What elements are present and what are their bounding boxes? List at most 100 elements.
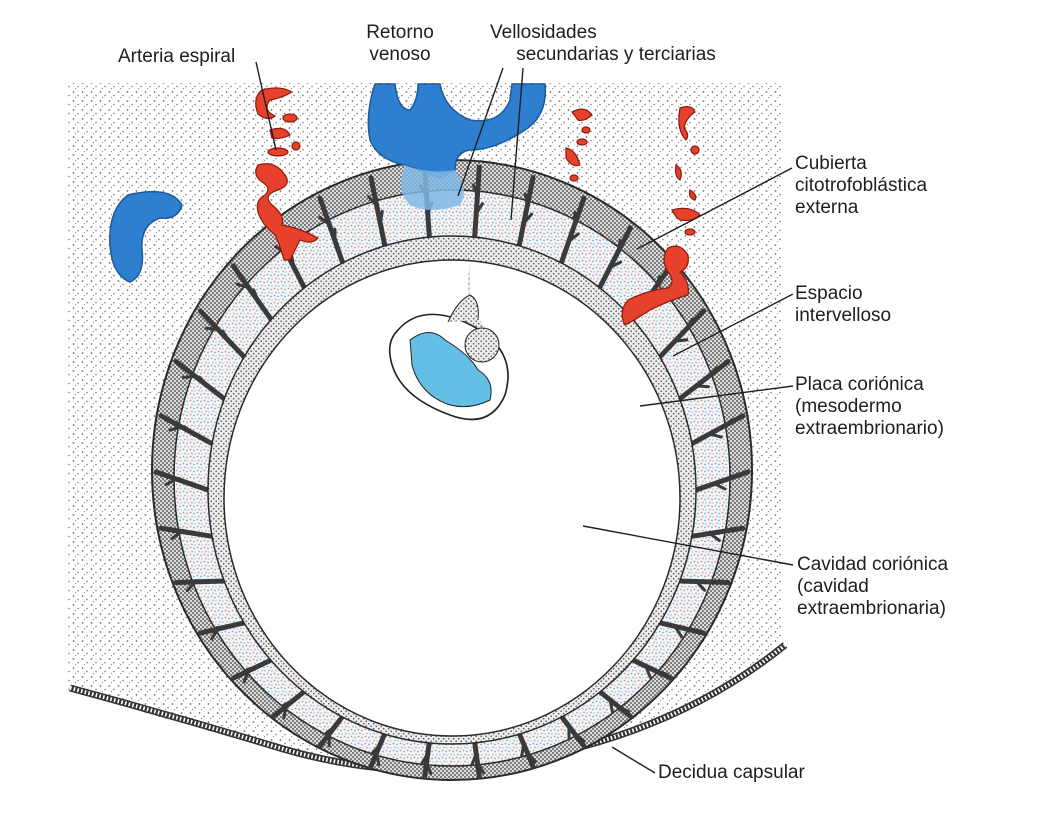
villus-stem <box>693 469 751 493</box>
chorionic-cavity <box>223 259 681 737</box>
villus-branch <box>324 724 337 736</box>
villus-stem <box>629 657 674 681</box>
villus-stem <box>558 713 587 749</box>
villus-branch <box>245 664 260 672</box>
villus-branch <box>673 338 689 343</box>
leader-arteria-espiral <box>255 61 277 151</box>
leader-vellosidades-1 <box>457 67 504 197</box>
villus-branch <box>235 282 251 290</box>
villus-branch <box>168 425 183 432</box>
villus-branch <box>708 432 723 439</box>
villus-stem <box>516 175 536 251</box>
villus-branch <box>644 664 652 679</box>
villus-branch <box>712 482 727 491</box>
villus-branch <box>522 212 534 225</box>
villus-branch <box>653 274 662 290</box>
villus-branch <box>367 195 379 208</box>
villus-branch <box>616 704 631 714</box>
villus-branch <box>721 418 734 429</box>
villus-branch <box>525 751 537 764</box>
villus-branch <box>181 374 197 379</box>
spiral-arteries <box>255 87 701 326</box>
villus-stem <box>197 308 248 360</box>
villus-stem <box>472 738 482 780</box>
villus-branch <box>567 232 580 243</box>
villus-stem <box>596 225 633 292</box>
label-retorno-venoso: Retorno venoso <box>366 22 434 65</box>
villus-stem <box>656 308 707 360</box>
villi-group <box>153 164 751 780</box>
villus-branch <box>474 202 484 216</box>
villus-stem <box>422 738 432 780</box>
villus-stem <box>689 413 746 447</box>
villus-branch <box>281 698 296 707</box>
villus-branch <box>290 254 296 270</box>
label-vellosidades: Vellosidades secundarias y terciarias <box>490 22 716 65</box>
label-arteria-espiral: Arteria espiral <box>118 46 236 67</box>
villus-stem <box>368 729 388 769</box>
leader-cavidad <box>582 525 794 566</box>
villus-stem <box>472 164 482 242</box>
label-cubierta-citotrofoblastica: Cubierta citotrofoblástica externa <box>795 153 928 218</box>
villus-branch <box>282 704 288 720</box>
villus-branch <box>242 669 251 684</box>
villus-branch <box>573 732 586 743</box>
villus-branch <box>210 627 220 641</box>
villus-branch <box>673 624 683 638</box>
villus-branch <box>523 192 529 208</box>
villus-branch <box>694 580 707 592</box>
leader-placa <box>639 385 794 407</box>
villus-branch <box>177 476 192 486</box>
leader-cubierta <box>636 167 793 250</box>
villus-branch <box>252 288 260 303</box>
leader-espacio <box>672 293 794 357</box>
villus-branch <box>684 317 694 331</box>
villus-branch <box>378 209 384 225</box>
villus-branch <box>707 579 723 584</box>
leader-vellosidades-2 <box>510 67 524 221</box>
villus-branch <box>616 238 622 254</box>
villus-branch <box>215 624 231 630</box>
villus-branch <box>725 472 740 481</box>
villus-branch <box>608 260 623 270</box>
villus-branch <box>721 526 736 533</box>
villus-branch <box>185 580 197 593</box>
villus-branch <box>708 531 721 543</box>
leader-lines <box>255 61 794 774</box>
villus-branch <box>183 425 196 436</box>
villus-branch <box>425 760 433 776</box>
villus-branch <box>375 751 381 767</box>
villus-branch <box>221 329 231 343</box>
villus-branch <box>707 366 719 378</box>
villus-branch <box>653 669 669 676</box>
villus-stem <box>368 175 388 251</box>
villus-branch <box>170 529 183 541</box>
villus-branch <box>204 326 220 331</box>
villus-stem <box>516 729 536 769</box>
villus-branch <box>520 742 526 758</box>
villus-stem <box>596 688 633 719</box>
leader-decidua <box>611 746 656 774</box>
label-espacio-intervelloso: Espacio intervelloso <box>795 283 892 326</box>
villus-branch <box>684 627 700 632</box>
embryo <box>388 262 509 421</box>
villus-branch <box>694 384 710 389</box>
villus-branch <box>471 183 479 198</box>
villus-branch <box>197 375 210 388</box>
label-cavidad-corionica: Cavidad coriónica (cavidad extraembriona… <box>797 554 949 619</box>
villus-branch <box>420 751 430 766</box>
villus-stem <box>317 195 346 267</box>
villus-branch <box>475 760 486 775</box>
villus-branch <box>164 477 179 486</box>
label-decidua-capsular: Decidua capsular <box>658 762 805 783</box>
venous-return <box>109 83 547 283</box>
villus-stem <box>558 195 587 267</box>
villus-branch <box>470 751 478 767</box>
villus-branch <box>194 579 210 584</box>
villus-branch <box>608 698 614 714</box>
villus-stem <box>230 263 275 323</box>
villus-branch <box>181 528 196 535</box>
villus-branch <box>370 742 382 755</box>
villus-stem <box>677 358 731 402</box>
